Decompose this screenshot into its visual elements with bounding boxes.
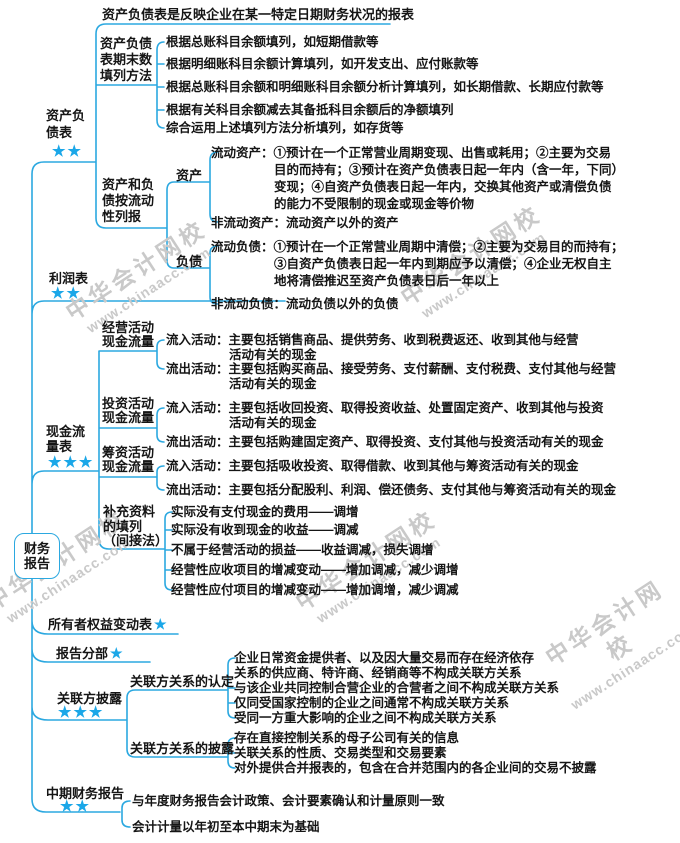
leaf-investing-inflow: 流入活动：主要包括收回投资、取得投资收益、处置固定资产、收到其他与投资 活动有关…	[166, 401, 604, 430]
leaf-current-liabilities: 流动负债：①预计在一个正常营业周期中清偿；②主要为交易目的而持有； ③自资产负债…	[211, 240, 624, 288]
branch-interim-report: 中期财务报告	[46, 786, 125, 801]
stars-segment-report: ★	[110, 645, 123, 661]
leaf-financing-inflow: 流入活动：主要包括吸收投资、取得借款、收到其他与筹资活动有关的现金	[166, 459, 579, 473]
leaf-operating-inflow: 流入活动：主要包括销售商品、提供劳务、收到税费返还、收到其他与经营 活动有关的现…	[166, 333, 579, 362]
leaf-disclosure-rule: 对外提供合并报表的，包含在合并范围内的各企业间的交易不披露	[234, 761, 597, 775]
leaf-operating-outflow: 流出活动：主要包括购买商品、接受劳务、支付薪酬、支付税费、支付其他与经营 活动有…	[166, 362, 617, 391]
stars-income-statement: ★★	[51, 285, 82, 302]
leaf-disclosure-rule: 关联关系的性质、交易类型和交易要素	[234, 746, 447, 760]
stars-interim-report: ★★	[60, 798, 91, 815]
branch-segment-report: 报告分部 ★	[56, 645, 123, 662]
leaf-noncurrent-assets: 非流动资产：流动资产以外的资产	[211, 216, 399, 230]
leaf-investing-outflow: 流出活动：主要包括购建固定资产、取得投资、支付其他与投资活动有关的现金	[166, 435, 604, 449]
node-financing-cash-flow: 筹资活动 现金流量	[102, 445, 155, 474]
leaf-current-assets: 流动资产：①预计在一个正常营业周期变现、出售或耗用；②主要为交易 目的而持有；③…	[211, 146, 625, 211]
node-fill-methods: 资产负债 表期末数 填列方法	[100, 36, 153, 83]
leaf-identification-rule: 与该企业共同控制合营企业的合营者之间不构成关联方关系	[234, 681, 560, 695]
root-node-financial-report: 财务 报告	[14, 533, 60, 579]
node-liquidity-presentation: 资产和负 债按流动 性列报	[102, 177, 155, 224]
leaf-supplementary-adjustment: 经营性应付项目的增减变动——增加调增，减少调减	[171, 583, 459, 597]
leaf-noncurrent-liabilities: 非流动负债：流动负债以外的负债	[211, 297, 399, 311]
leaf-identification-rule: 受同一方重大影响的企业之间不构成关联方关系	[234, 711, 497, 725]
stars-equity-changes: ★	[154, 616, 167, 632]
balance-sheet-definition-note: 资产负债表是反映企业在某一特定日期财务状况的报表	[102, 7, 415, 22]
node-investing-cash-flow: 投资活动 现金流量	[102, 396, 155, 425]
leaf-supplementary-adjustment: 实际没有收到现金的收益——调减	[171, 523, 359, 537]
node-supplementary-info: 补充资料 的填列 （间接法）	[103, 504, 169, 548]
branch-equity-changes: 所有者权益变动表 ★	[48, 616, 167, 633]
node-operating-cash-flow: 经营活动 现金流量	[102, 320, 155, 349]
branch-equity-changes-label: 所有者权益变动表	[48, 617, 153, 632]
stars-related-party: ★★★	[58, 704, 105, 721]
leaf-fill-method: 综合运用上述填列方法分析填列，如存货等	[166, 121, 404, 135]
stars-cash-flow-statement: ★★★	[48, 454, 95, 471]
branch-balance-sheet: 资产负 债表	[46, 108, 86, 140]
node-liabilities: 负债	[176, 254, 203, 269]
node-related-party-identification: 关联方关系的认定	[130, 674, 235, 689]
stars-balance-sheet: ★★	[52, 143, 83, 160]
leaf-fill-method: 根据总账科目余额填列，如短期借款等	[166, 35, 379, 49]
branch-income-statement: 利润表	[49, 271, 89, 286]
leaf-interim-rule: 会计计量以年初至本中期末为基础	[132, 820, 320, 834]
leaf-supplementary-adjustment: 经营性应收项目的增减变动——增加调减，减少调增	[171, 563, 459, 577]
leaf-disclosure-rule: 存在直接控制关系的母子公司有关的信息	[234, 731, 460, 745]
leaf-financing-outflow: 流出活动：主要包括分配股利、利润、偿还债务、支付其他与筹资活动有关的现金	[166, 483, 617, 497]
leaf-supplementary-adjustment: 实际没有支付现金的费用——调增	[171, 505, 359, 519]
branch-segment-report-label: 报告分部	[56, 646, 109, 661]
leaf-identification-rule: 企业日常资金提供者、以及因大量交易而存在经济依存 关系的供应商、特许商、经销商等…	[234, 651, 535, 680]
leaf-fill-method: 根据有关科目余额减去其备抵科目余额后的净额填列	[166, 103, 454, 117]
branch-cash-flow-statement: 现金流 量表	[46, 424, 86, 454]
node-related-party-disclosure: 关联方关系的披露	[130, 741, 235, 756]
leaf-supplementary-adjustment: 不属于经营活动的损益——收益调减，损失调增	[171, 543, 434, 557]
branch-related-party: 关联方披露	[57, 691, 123, 706]
leaf-fill-method: 根据明细账科目余额计算填列，如开发支出、应付账款等	[166, 57, 479, 71]
leaf-fill-method: 根据总账科目余额和明细账科目余额分析计算填列，如长期借款、长期应付款等	[166, 80, 604, 94]
leaf-identification-rule: 仅同受国家控制的企业之间通常不构成关联方关系	[234, 696, 510, 710]
node-assets: 资产	[176, 168, 203, 183]
leaf-interim-rule: 与年度财务报告会计政策、会计要素确认和计量原则一致	[132, 794, 445, 808]
